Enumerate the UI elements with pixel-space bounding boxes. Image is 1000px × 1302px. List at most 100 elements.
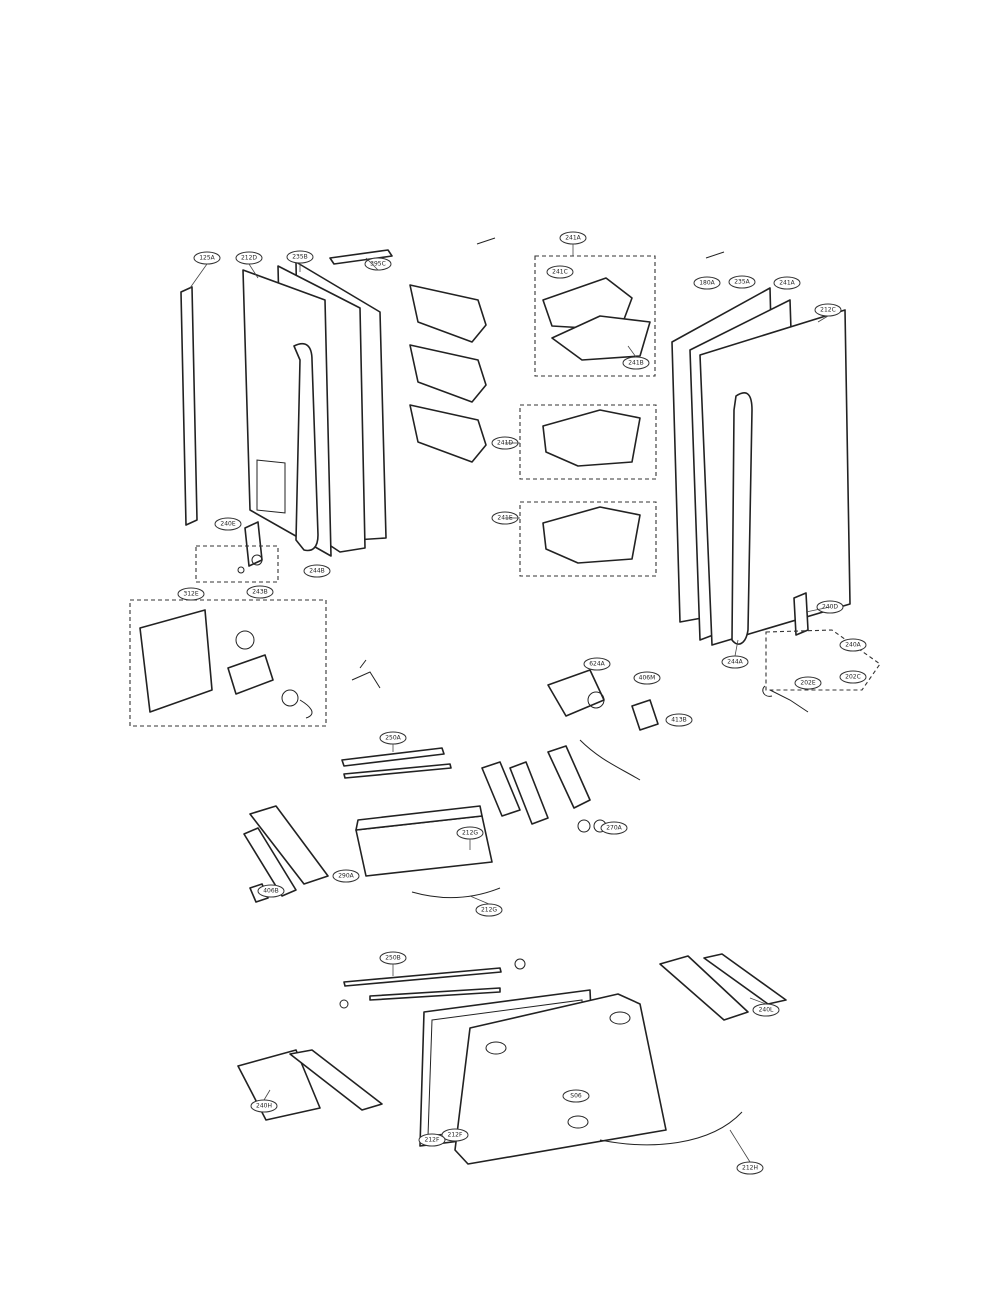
callout-label: 202E bbox=[800, 680, 815, 687]
door-bin-2-icon bbox=[409, 344, 487, 403]
callout-label: 241A bbox=[779, 280, 795, 287]
callout: 180A bbox=[693, 276, 721, 290]
left-hinge-parts-box bbox=[195, 545, 279, 583]
callout-label: 624A bbox=[589, 661, 605, 668]
right-door-handle-icon bbox=[731, 392, 753, 645]
filter-clip-icon bbox=[631, 699, 659, 731]
callout: 624A bbox=[583, 657, 611, 671]
left-hinge-icon bbox=[244, 521, 263, 567]
callout-label: 241C bbox=[552, 269, 568, 276]
basket-box-top bbox=[534, 255, 656, 377]
basket-top-lower-icon bbox=[551, 315, 651, 361]
callout-label: 240L bbox=[759, 1007, 774, 1014]
callout: 240L bbox=[752, 1003, 780, 1017]
callout: 212C bbox=[814, 303, 842, 317]
callout: 413B bbox=[665, 713, 693, 727]
callout-label: 250B bbox=[385, 955, 401, 962]
callout-label: 240A bbox=[845, 642, 861, 649]
right-door-front bbox=[699, 309, 851, 646]
leader-lines bbox=[189, 244, 831, 1163]
freezer-handle-icon bbox=[599, 1111, 743, 1146]
drawer-rail-bottom bbox=[343, 763, 452, 779]
freezer-rail-mid bbox=[369, 987, 501, 1001]
callout-label: 212F bbox=[448, 1132, 463, 1139]
freezer-handle-slot-right bbox=[609, 1011, 631, 1025]
callout-label: 125A bbox=[199, 255, 215, 262]
control-motor-icon bbox=[227, 654, 274, 695]
left-door-pin-icon bbox=[476, 237, 496, 245]
callout-label: 235A bbox=[734, 279, 750, 286]
callout-label: 413B bbox=[671, 717, 687, 724]
freezer-rail-top bbox=[343, 967, 502, 987]
right-hinge-parts-box bbox=[765, 629, 881, 691]
left-door-display bbox=[256, 459, 286, 514]
callout: 241A bbox=[559, 231, 587, 245]
callout: 212D bbox=[235, 251, 263, 265]
callout-label: 244B bbox=[309, 568, 325, 575]
callout-label: 240H bbox=[256, 1103, 272, 1110]
freezer-handle-slot-bottom bbox=[567, 1115, 589, 1129]
freezer-slide-left-2 bbox=[289, 1049, 383, 1111]
callout: 212F bbox=[441, 1128, 469, 1142]
drawer-slide-right-2 bbox=[509, 761, 549, 825]
callout-label: 290A bbox=[338, 873, 354, 880]
callout-label: 240E bbox=[220, 521, 235, 528]
basket-group bbox=[519, 255, 657, 577]
right-wrench-icon bbox=[762, 685, 809, 713]
callout: 270A bbox=[600, 821, 628, 835]
drawer-assembly bbox=[243, 739, 641, 903]
callout-label: 240D bbox=[822, 604, 838, 611]
callout: 202C bbox=[839, 670, 867, 684]
drawer-handle-icon bbox=[411, 887, 501, 899]
callout-label: 270A bbox=[606, 825, 622, 832]
freezer-slide-right-icon bbox=[659, 955, 749, 1021]
callout: 406M bbox=[633, 671, 661, 685]
left-door-handle-icon bbox=[293, 342, 319, 552]
door-bin-3-icon bbox=[409, 404, 487, 463]
callout: 240A bbox=[839, 638, 867, 652]
callout-label: 312E bbox=[183, 591, 198, 598]
freezer-slide-right-2 bbox=[703, 953, 787, 1005]
right-door-assembly bbox=[671, 251, 881, 713]
callout-label: 212G bbox=[462, 830, 478, 837]
callout: 241A bbox=[773, 276, 801, 290]
callout: 290A bbox=[332, 869, 360, 883]
callout-label: 244A bbox=[727, 659, 743, 666]
drawer-front-top bbox=[355, 805, 483, 831]
drawer-slide-left bbox=[249, 805, 329, 885]
drawer-slide-right bbox=[481, 761, 521, 817]
left-door-assembly bbox=[180, 237, 496, 583]
callout-label: 235B bbox=[292, 254, 308, 261]
callout: S06 bbox=[562, 1089, 590, 1103]
callout-label: 243B bbox=[252, 589, 268, 596]
door-bin-1-icon bbox=[409, 284, 487, 343]
callout: 240E bbox=[214, 517, 242, 531]
freezer-assembly bbox=[237, 953, 787, 1165]
callout-label: 406B bbox=[263, 888, 279, 895]
callout: 240H bbox=[250, 1099, 278, 1113]
basket-low-icon bbox=[542, 506, 641, 564]
callout: 406B bbox=[257, 884, 285, 898]
callout-label: 180A bbox=[699, 280, 715, 287]
misc-parts-mid bbox=[351, 659, 659, 731]
callout-label: 212C bbox=[820, 307, 836, 314]
callout-label: 212F bbox=[425, 1137, 440, 1144]
callout: 212G bbox=[475, 903, 503, 917]
callout-label: 406M bbox=[639, 675, 656, 682]
left-door-top-cap bbox=[329, 249, 393, 265]
callout: 243B bbox=[246, 585, 274, 599]
callout: 202E bbox=[794, 676, 822, 690]
callout-label: 241B bbox=[628, 360, 644, 367]
callout: 125A bbox=[193, 251, 221, 265]
callout: 395C bbox=[364, 257, 392, 271]
callout-label: 395C bbox=[370, 261, 386, 268]
callout: 250A bbox=[379, 731, 407, 745]
control-board-panel bbox=[139, 609, 213, 713]
callout-label: 241A bbox=[565, 235, 581, 242]
right-hinge-icon bbox=[793, 592, 809, 636]
freezer-handle-slot-left bbox=[485, 1041, 507, 1055]
callout-label: 202C bbox=[845, 674, 861, 681]
callout: 235A bbox=[728, 275, 756, 289]
right-door-pin-icon bbox=[705, 251, 725, 259]
callout-label: 212D bbox=[241, 255, 257, 262]
